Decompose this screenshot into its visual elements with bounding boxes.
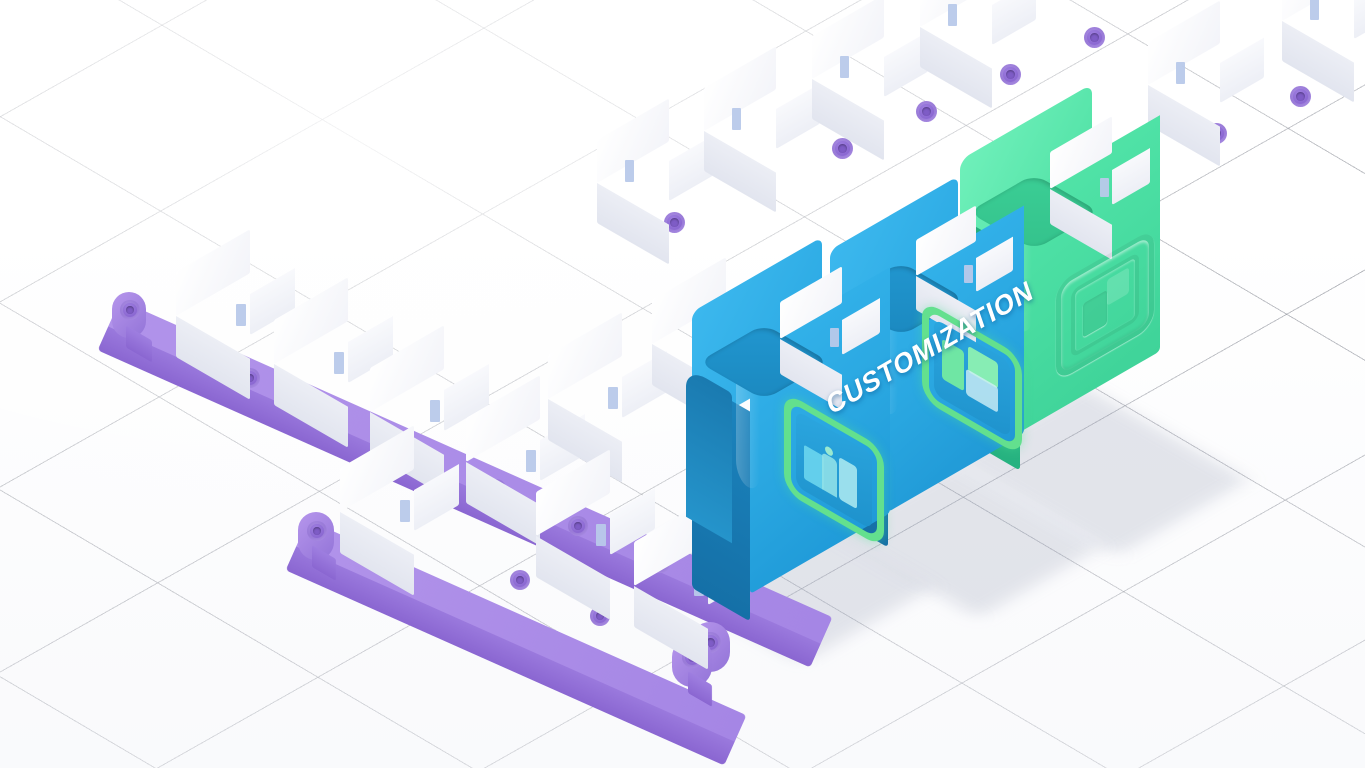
conveyor-roller-icon (568, 516, 588, 536)
conveyor-roller-icon (832, 138, 853, 159)
conveyor-roller-icon (664, 212, 685, 233)
conveyor-roller-icon (307, 521, 327, 541)
conveyor-roller-icon (916, 101, 937, 122)
conveyor-roller-icon (1000, 64, 1021, 85)
arch-opening (686, 366, 732, 544)
conveyor-roller-icon (1290, 86, 1311, 107)
conveyor-belt-upper (0, 0, 1365, 280)
customization-station-blue-front[interactable] (686, 236, 992, 680)
conveyor-roller-icon (510, 570, 530, 590)
customization-station-blue-rear[interactable] (824, 176, 1090, 600)
conveyor-roller-icon (1084, 27, 1105, 48)
conveyor-roller-icon (120, 300, 140, 320)
finishing-station-green[interactable] (954, 83, 1220, 490)
